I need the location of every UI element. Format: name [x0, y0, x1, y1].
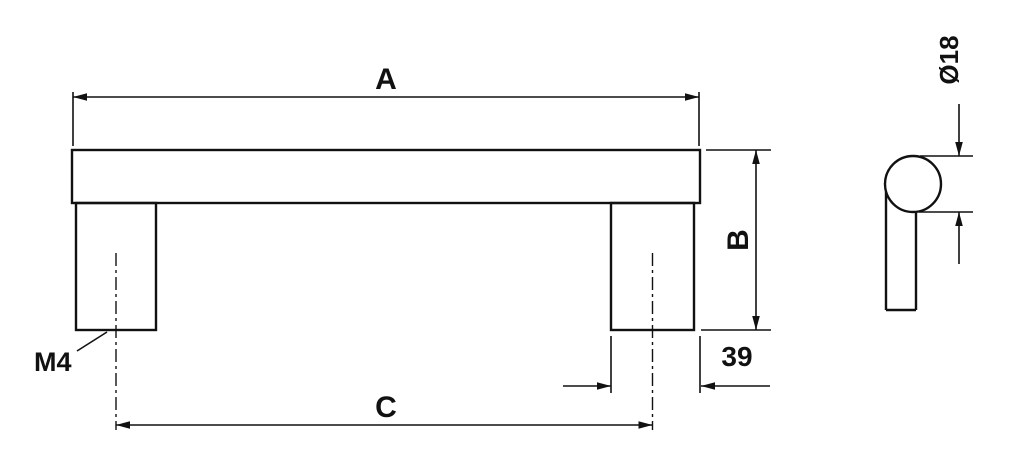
bar-cross-section: [883, 154, 943, 214]
thread-label: M4: [34, 347, 72, 377]
dim-39-label: 39: [721, 341, 752, 372]
thread-callout: [76, 331, 108, 352]
post-centerlines: [115, 253, 654, 430]
handle-bar: [70, 148, 702, 205]
dim-a-label: A: [375, 63, 397, 96]
dimension-b: [701, 149, 771, 331]
leader-line: [76, 331, 108, 352]
dim-c-label: C: [375, 391, 397, 424]
diameter-label: Ø18: [934, 35, 964, 84]
side-view: [883, 154, 943, 312]
dimension-diameter: [919, 104, 973, 264]
dimension-a: [72, 92, 700, 146]
dim-b-label: B: [722, 229, 755, 251]
dimension-39: [563, 336, 770, 393]
front-view: [70, 148, 702, 332]
